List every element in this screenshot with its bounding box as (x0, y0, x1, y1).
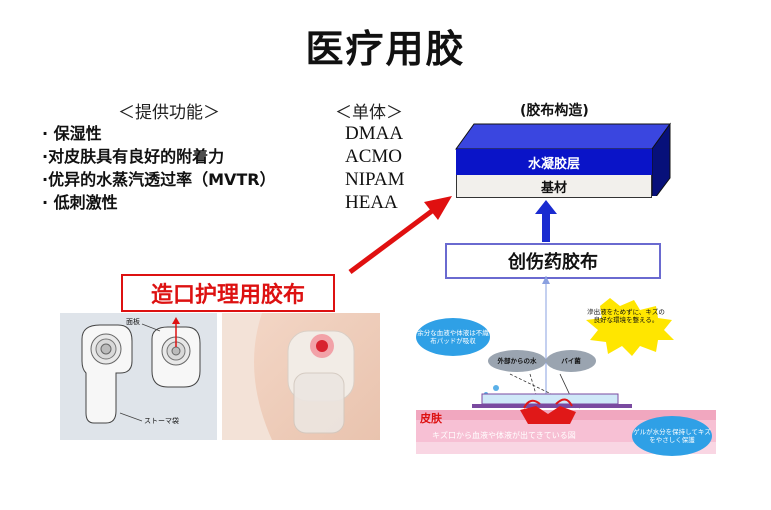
wound-dressing-diagram: 滲出液をためずに、キズの良好な環境を整える。 余分な血液や体液は不織布パッドが吸… (400, 298, 730, 458)
base-layer: 基材 (456, 175, 652, 198)
up-arrow-icon (535, 200, 557, 242)
function-item-4: · 低刺激性 (42, 193, 118, 212)
monomer-item-2: ACMO (345, 146, 403, 167)
absorb-bubble: 余分な血液や体液は不織布パッドが吸収 (416, 318, 490, 356)
skin-label: 皮肤 (420, 412, 442, 425)
gel-bubble: ゲルが水分を保持してキズをやさしく保護 (632, 416, 712, 456)
monomer-item-3: NIPAM (345, 169, 405, 190)
ostomy-bag-diagram: 面板 ストーマ袋 (60, 313, 217, 440)
layer-block-3d (455, 122, 671, 196)
hydrogel-layer: 水凝胶层 (456, 149, 652, 175)
connector-line (542, 276, 550, 394)
panel-label: 面板 (126, 318, 140, 326)
functions-header: ＜提供功能＞ (118, 103, 220, 123)
red-arrow-icon (348, 196, 452, 275)
ostomy-care-label: 造口护理用胶布 (121, 274, 335, 312)
structure-title: (胶布构造) (520, 103, 589, 119)
function-item-1: · 保湿性 (42, 124, 102, 143)
function-item-2: ·对皮肤具有良好的附着力 (42, 147, 225, 166)
yellow-callout: 滲出液をためずに、キズの良好な環境を整える。 (587, 308, 665, 324)
page-title: 医疗用胶 (305, 26, 466, 71)
ostomy-photo (222, 313, 380, 440)
monomers-header: ＜单体＞ (335, 103, 403, 123)
ostomy-bags-illustration (81, 317, 201, 424)
wound-dressing-label: 创伤药胶布 (445, 243, 661, 279)
function-item-3: ·优异的水蒸汽透过率（MVTR） (42, 170, 276, 189)
monomer-item-1: DMAA (345, 123, 404, 144)
skin-caption: キズ口から血液や体液が出てきている図 (432, 431, 576, 440)
bacteria-tag: バイ菌 (546, 350, 596, 372)
external-water-tag: 外部からの水 (488, 350, 546, 372)
monomer-item-4: HEAA (345, 192, 398, 213)
bag-label: ストーマ袋 (144, 417, 179, 425)
ostomy-photo-illustration (222, 313, 355, 440)
